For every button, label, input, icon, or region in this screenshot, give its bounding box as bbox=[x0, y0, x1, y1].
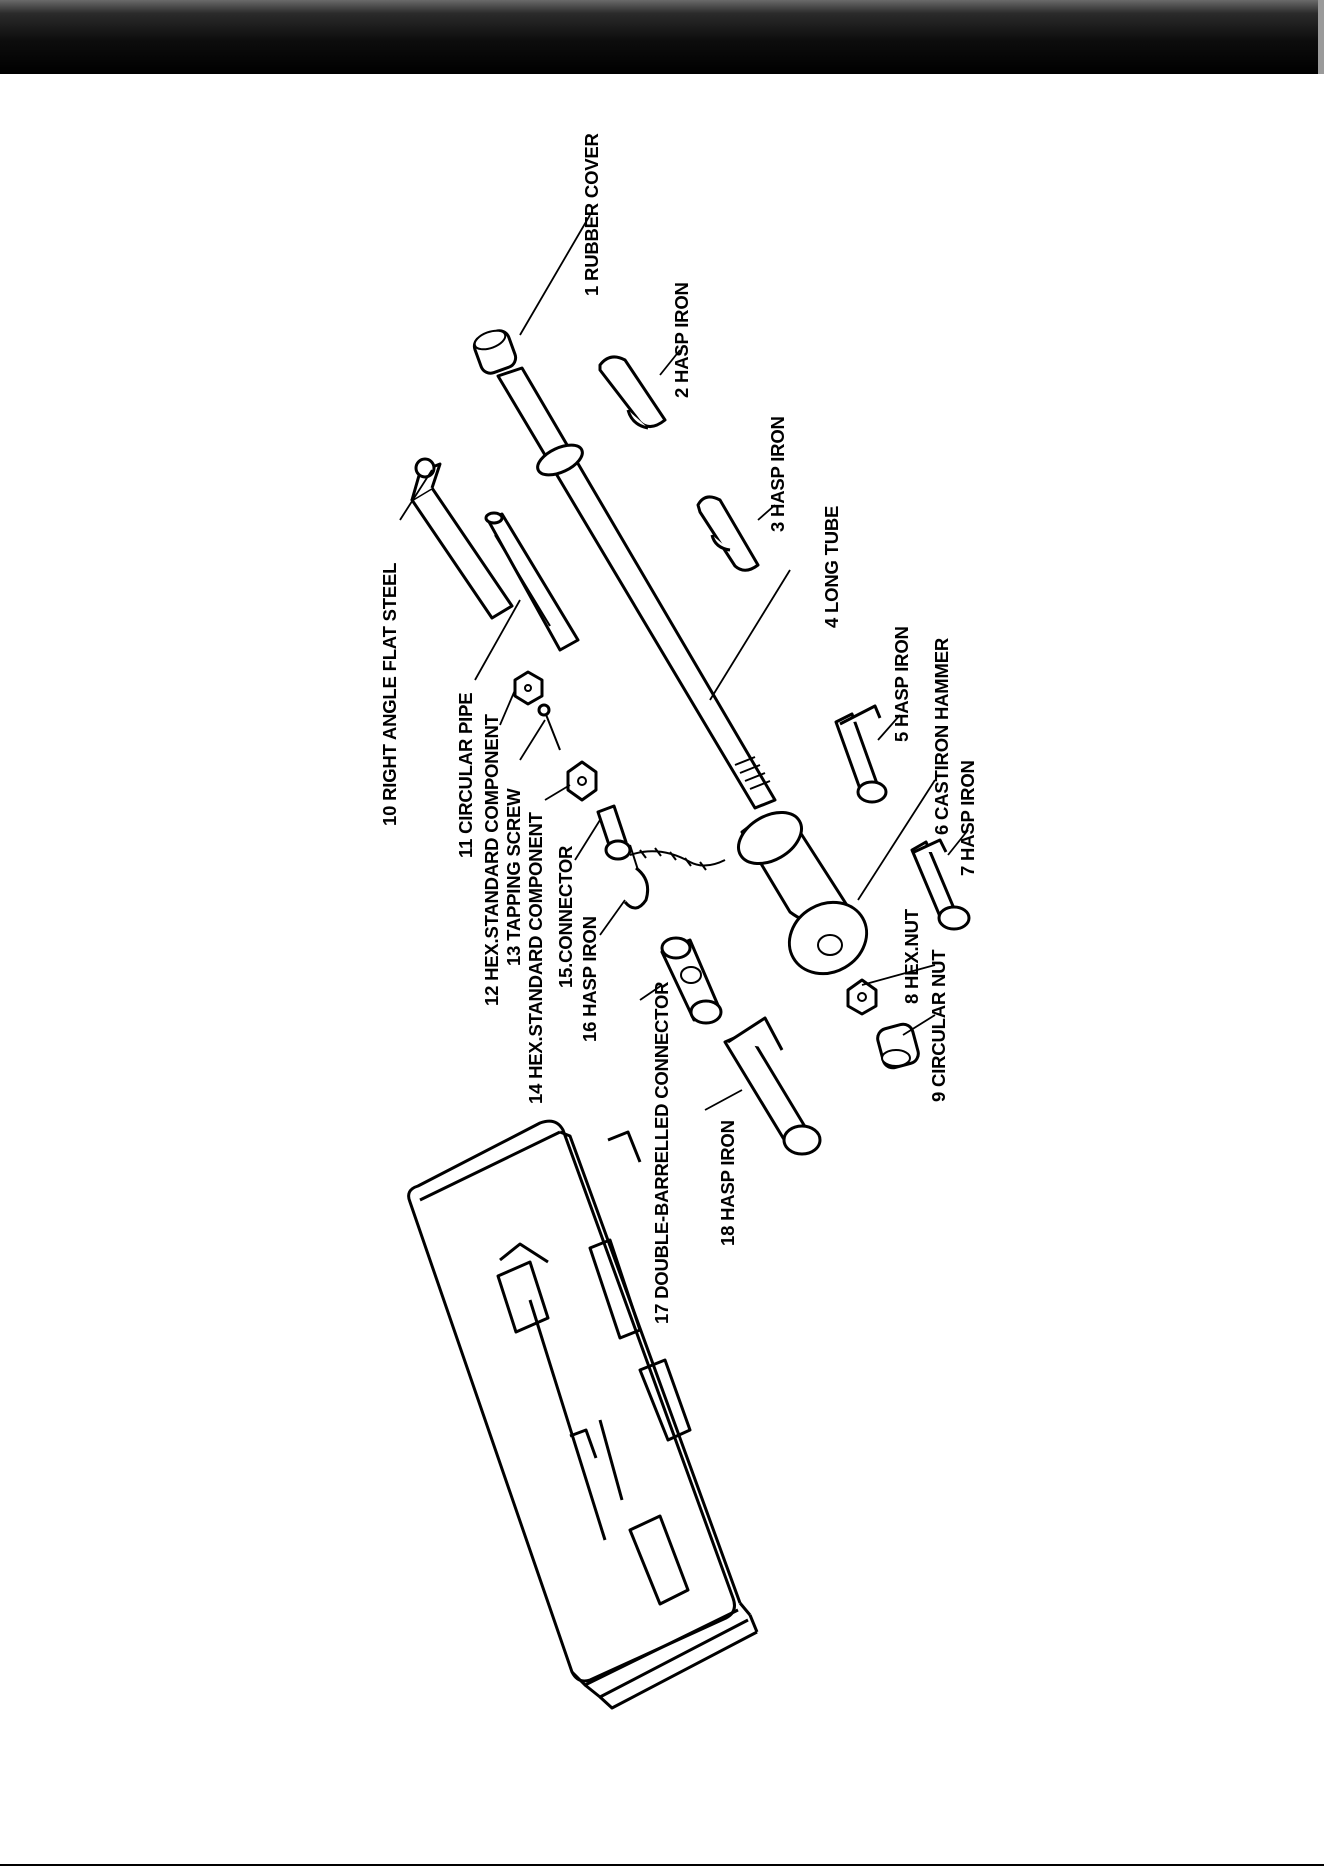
label-part-18: 18 HASP IRON bbox=[717, 1120, 738, 1246]
part-8-hex-nut bbox=[848, 980, 876, 1014]
part-5-hasp-iron bbox=[836, 706, 886, 802]
part-15-connector bbox=[598, 806, 725, 870]
part-12-hex-standard-component bbox=[515, 672, 542, 704]
label-part-4: 4 LONG TUBE bbox=[821, 506, 842, 628]
carrying-case bbox=[409, 1121, 757, 1708]
part-11-circular-pipe bbox=[486, 513, 578, 650]
label-part-13: 13 TAPPING SCREW bbox=[503, 788, 524, 966]
part-13-tapping-screw bbox=[539, 705, 560, 750]
label-part-12: 12 HEX.STANDARD COMPONENT bbox=[481, 713, 502, 1006]
label-part-7: 7 HASP IRON bbox=[957, 760, 978, 876]
label-part-9: 9 CIRCULAR NUT bbox=[928, 949, 949, 1102]
label-part-17: 17 DOUBLE-BARRELLED CONNECTOR bbox=[651, 982, 672, 1324]
label-part-10: 10 RIGHT ANGLE FLAT STEEL bbox=[379, 563, 400, 826]
label-part-11: 11 CIRCULAR PIPE bbox=[455, 693, 476, 858]
part-1-rubber-cover bbox=[472, 327, 519, 376]
label-part-3: 3 HASP IRON bbox=[767, 416, 788, 532]
part-2-hasp-iron bbox=[600, 357, 665, 428]
label-part-16: 16 HASP IRON bbox=[579, 916, 600, 1042]
part-14-hex-standard-component bbox=[568, 762, 596, 800]
label-part-2: 2 HASP IRON bbox=[671, 282, 692, 398]
part-18-hasp-iron bbox=[725, 1018, 820, 1154]
part-3-hasp-iron bbox=[698, 497, 758, 570]
label-part-6: 6 CASTIRON HAMMER bbox=[931, 638, 952, 835]
label-part-15: 15.CONNECTOR bbox=[555, 846, 576, 988]
label-part-8: 8 HEX.NUT bbox=[901, 908, 922, 1004]
label-part-1: 1 RUBBER COVER bbox=[581, 133, 602, 296]
part-6-castiron-hammer bbox=[730, 802, 880, 987]
label-part-14: 14 HEX.STANDARD COMPONENT bbox=[525, 811, 546, 1104]
label-part-5: 5 HASP IRON bbox=[891, 626, 912, 742]
